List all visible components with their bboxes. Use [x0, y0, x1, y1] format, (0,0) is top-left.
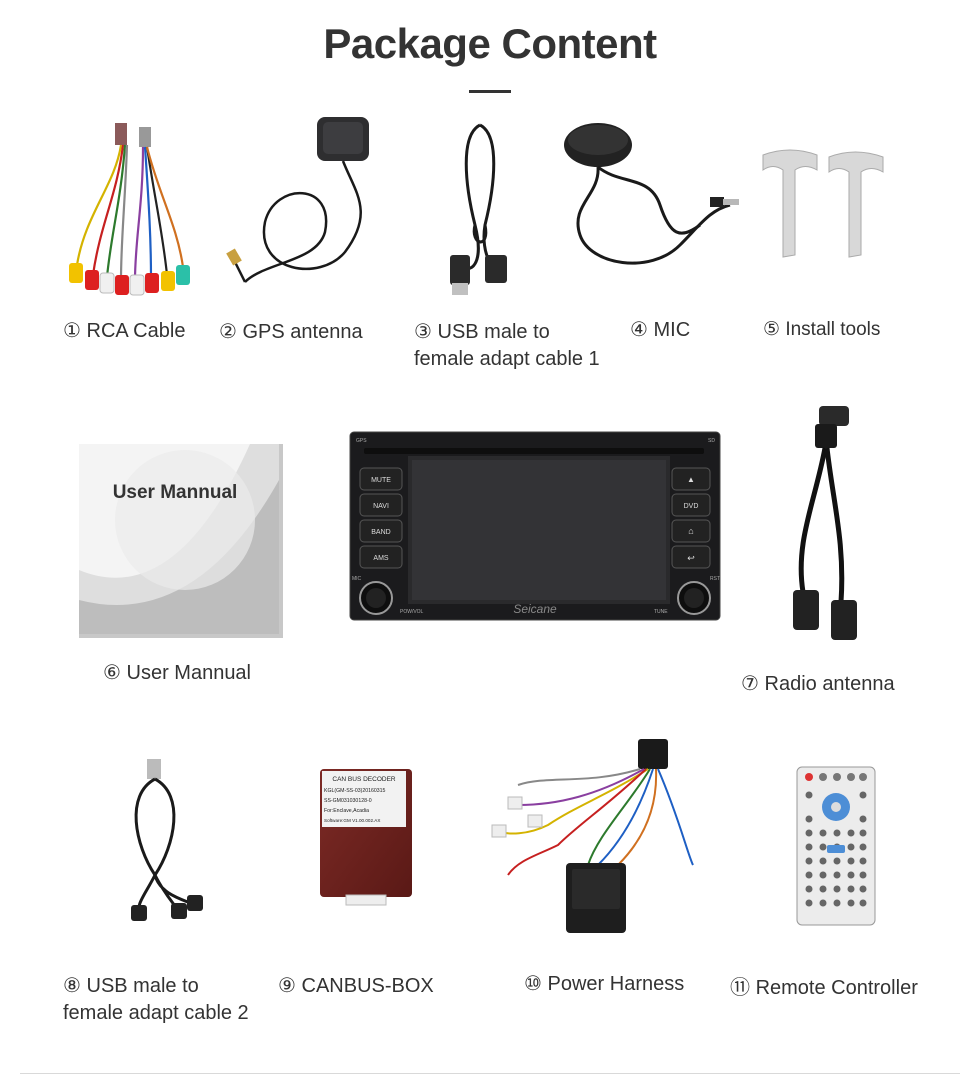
remote-controller-icon: [796, 766, 876, 926]
item-label: RCA Cable: [86, 320, 186, 342]
item-label: USB male to: [437, 321, 550, 343]
caption-user-manual: ⑥ User Mannual: [103, 660, 251, 687]
home-label: ⌂: [688, 526, 693, 536]
mute-label: MUTE: [371, 477, 391, 484]
home-button[interactable]: [671, 519, 711, 543]
item-number: ⑥: [103, 662, 121, 684]
manual-cover-text: User Mannual: [113, 482, 238, 503]
item-label: Power Harness: [547, 973, 685, 995]
caption-radio-antenna: ⑦ Radio antenna: [741, 671, 895, 698]
item-label: Remote Controller: [755, 977, 918, 999]
item-label: Install tools: [785, 319, 881, 340]
usb-cable-icon: [450, 123, 507, 295]
navi-label: NAVI: [373, 503, 389, 510]
user-manual-icon: User Mannual: [79, 444, 283, 638]
canbus-label-line5: Software:GM V1.00.002.AX: [324, 818, 380, 823]
item-number: ⑩: [524, 973, 542, 995]
ams-button[interactable]: [359, 545, 403, 569]
item-label: GPS antenna: [242, 321, 363, 343]
sd-label: SD: [708, 438, 715, 444]
caption-install-tools: ⑤ Install tools: [763, 316, 880, 343]
item-label-line2: female adapt cable 1: [414, 348, 600, 370]
caption-remote-controller: ⑪ Remote Controller: [730, 975, 918, 1002]
remote-buttons: [805, 773, 867, 907]
item-number: ⑤: [763, 319, 781, 340]
caption-gps-antenna: ② GPS antenna: [219, 319, 363, 346]
install-tools-icon: [762, 149, 884, 258]
item-number: ②: [219, 321, 237, 343]
back-button[interactable]: [671, 545, 711, 569]
page-title: Package Content: [323, 20, 657, 67]
canbus-label-line1: CAN BUS DECODER: [332, 776, 396, 783]
band-label: BAND: [371, 529, 390, 536]
item-number: ①: [63, 320, 81, 342]
caption-rca-cable: ① RCA Cable: [63, 318, 185, 345]
power-label: POW/VOL: [400, 609, 424, 615]
item-number: ④: [630, 319, 648, 341]
item-number: ⑪: [730, 977, 750, 999]
caption-canbus-box: ⑨ CANBUS-BOX: [278, 973, 434, 1000]
tune-label: TUNE: [654, 609, 668, 615]
microphone-icon: [564, 123, 739, 265]
gps-label: GPS: [356, 438, 367, 444]
caption-power-harness: ⑩ Power Harness: [524, 971, 684, 998]
rst-label: RST: [710, 576, 720, 582]
item-number: ⑧: [63, 975, 81, 997]
gps-antenna-icon: [226, 117, 369, 283]
item-number: ⑨: [278, 975, 296, 997]
caption-usb-cable-2: ⑧ USB male to female adapt cable 2: [63, 973, 249, 1027]
mic-label: MIC: [352, 576, 362, 582]
canbus-label-line3: SS-GM031030128-0: [324, 798, 372, 804]
dvd-label: DVD: [684, 503, 699, 510]
item-label: CANBUS-BOX: [301, 975, 434, 997]
back-label: ↩: [687, 553, 695, 563]
item-number: ③: [414, 321, 432, 343]
ams-label: AMS: [373, 555, 389, 562]
head-unit-icon: GPS MIC RST SD MUTE NAVI BAND AMS ▲ DVD …: [349, 431, 721, 621]
eject-button[interactable]: [671, 467, 711, 491]
caption-usb-cable-1: ③ USB male to female adapt cable 1: [414, 319, 600, 373]
item-label: MIC: [653, 319, 691, 341]
band-button[interactable]: [359, 519, 403, 543]
power-harness-icon: [491, 739, 694, 933]
rca-cable-icon: [69, 123, 190, 296]
usb-cable-icon: [131, 759, 203, 921]
brand-logo: Seicane: [513, 602, 557, 616]
item-label: USB male to: [86, 975, 199, 997]
canbus-box-icon: CAN BUS DECODER KGL(GM-SS-03)20160315 SS…: [320, 769, 412, 906]
eject-label: ▲: [687, 475, 695, 484]
left-button-group: MUTE NAVI BAND AMS: [359, 467, 403, 569]
item-label: Radio antenna: [764, 673, 895, 695]
item-label: User Mannual: [126, 662, 252, 684]
dvd-button[interactable]: [671, 493, 711, 517]
canbus-label-line4: For:Enclave,Acadia: [324, 808, 369, 814]
canbus-label-line2: KGL(GM-SS-03)20160315: [324, 788, 386, 794]
caption-mic: ④ MIC: [630, 317, 690, 344]
bottom-divider: [20, 1073, 960, 1074]
item-number: ⑦: [741, 673, 759, 695]
navi-button[interactable]: [359, 493, 403, 517]
right-button-group: ▲ DVD ⌂ ↩: [671, 467, 711, 569]
mute-button[interactable]: [359, 467, 403, 491]
item-label-line2: female adapt cable 2: [63, 1002, 249, 1024]
radio-antenna-icon: [793, 406, 857, 640]
title-underline: [469, 90, 511, 93]
